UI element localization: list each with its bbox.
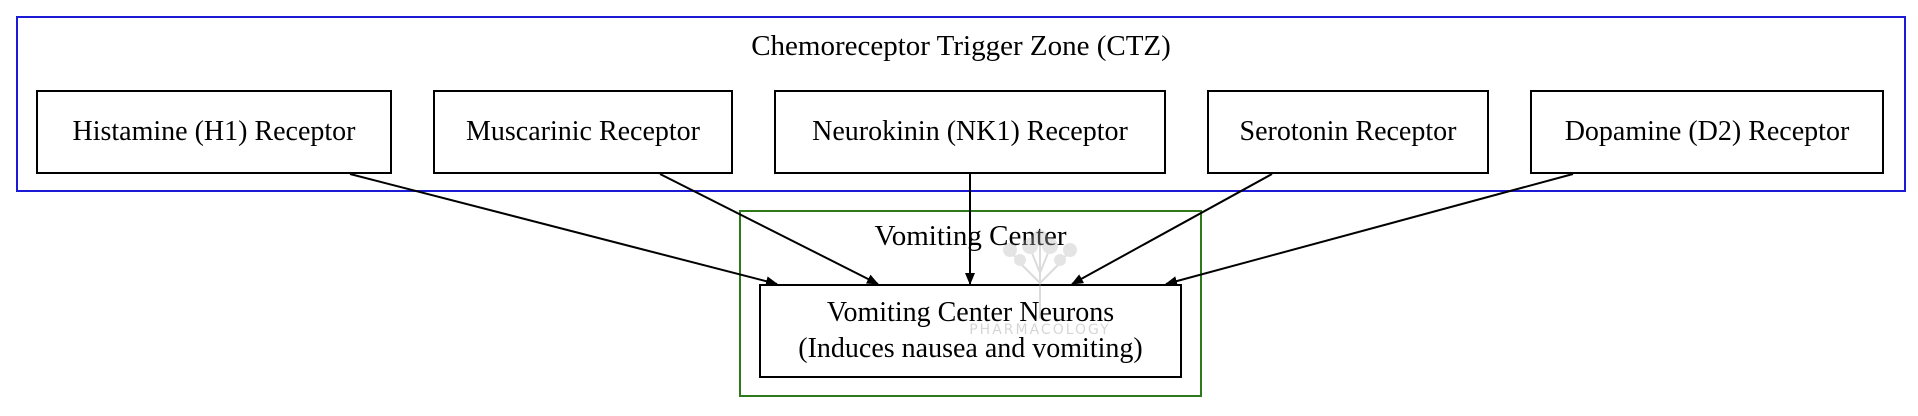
- node-vomiting-center-neurons: Vomiting Center Neurons (Induces nausea …: [759, 284, 1182, 378]
- node-serotonin-receptor: Serotonin Receptor: [1207, 90, 1489, 174]
- node-neurokinin-receptor: Neurokinin (NK1) Receptor: [774, 90, 1166, 174]
- ctz-cluster-label: Chemoreceptor Trigger Zone (CTZ): [751, 30, 1171, 62]
- node-muscarinic-receptor: Muscarinic Receptor: [433, 90, 733, 174]
- node-vomiting-center-neurons-title: Vomiting Center Neurons: [826, 297, 1115, 328]
- vomiting-center-cluster-label: Vomiting Center: [874, 220, 1067, 252]
- node-vomiting-center-neurons-subtitle: (Induces nausea and vomiting): [798, 333, 1143, 364]
- node-histamine-receptor: Histamine (H1) Receptor: [36, 90, 392, 174]
- node-dopamine-receptor: Dopamine (D2) Receptor: [1530, 90, 1884, 174]
- ctz-cluster: Chemoreceptor Trigger Zone (CTZ): [16, 16, 1906, 192]
